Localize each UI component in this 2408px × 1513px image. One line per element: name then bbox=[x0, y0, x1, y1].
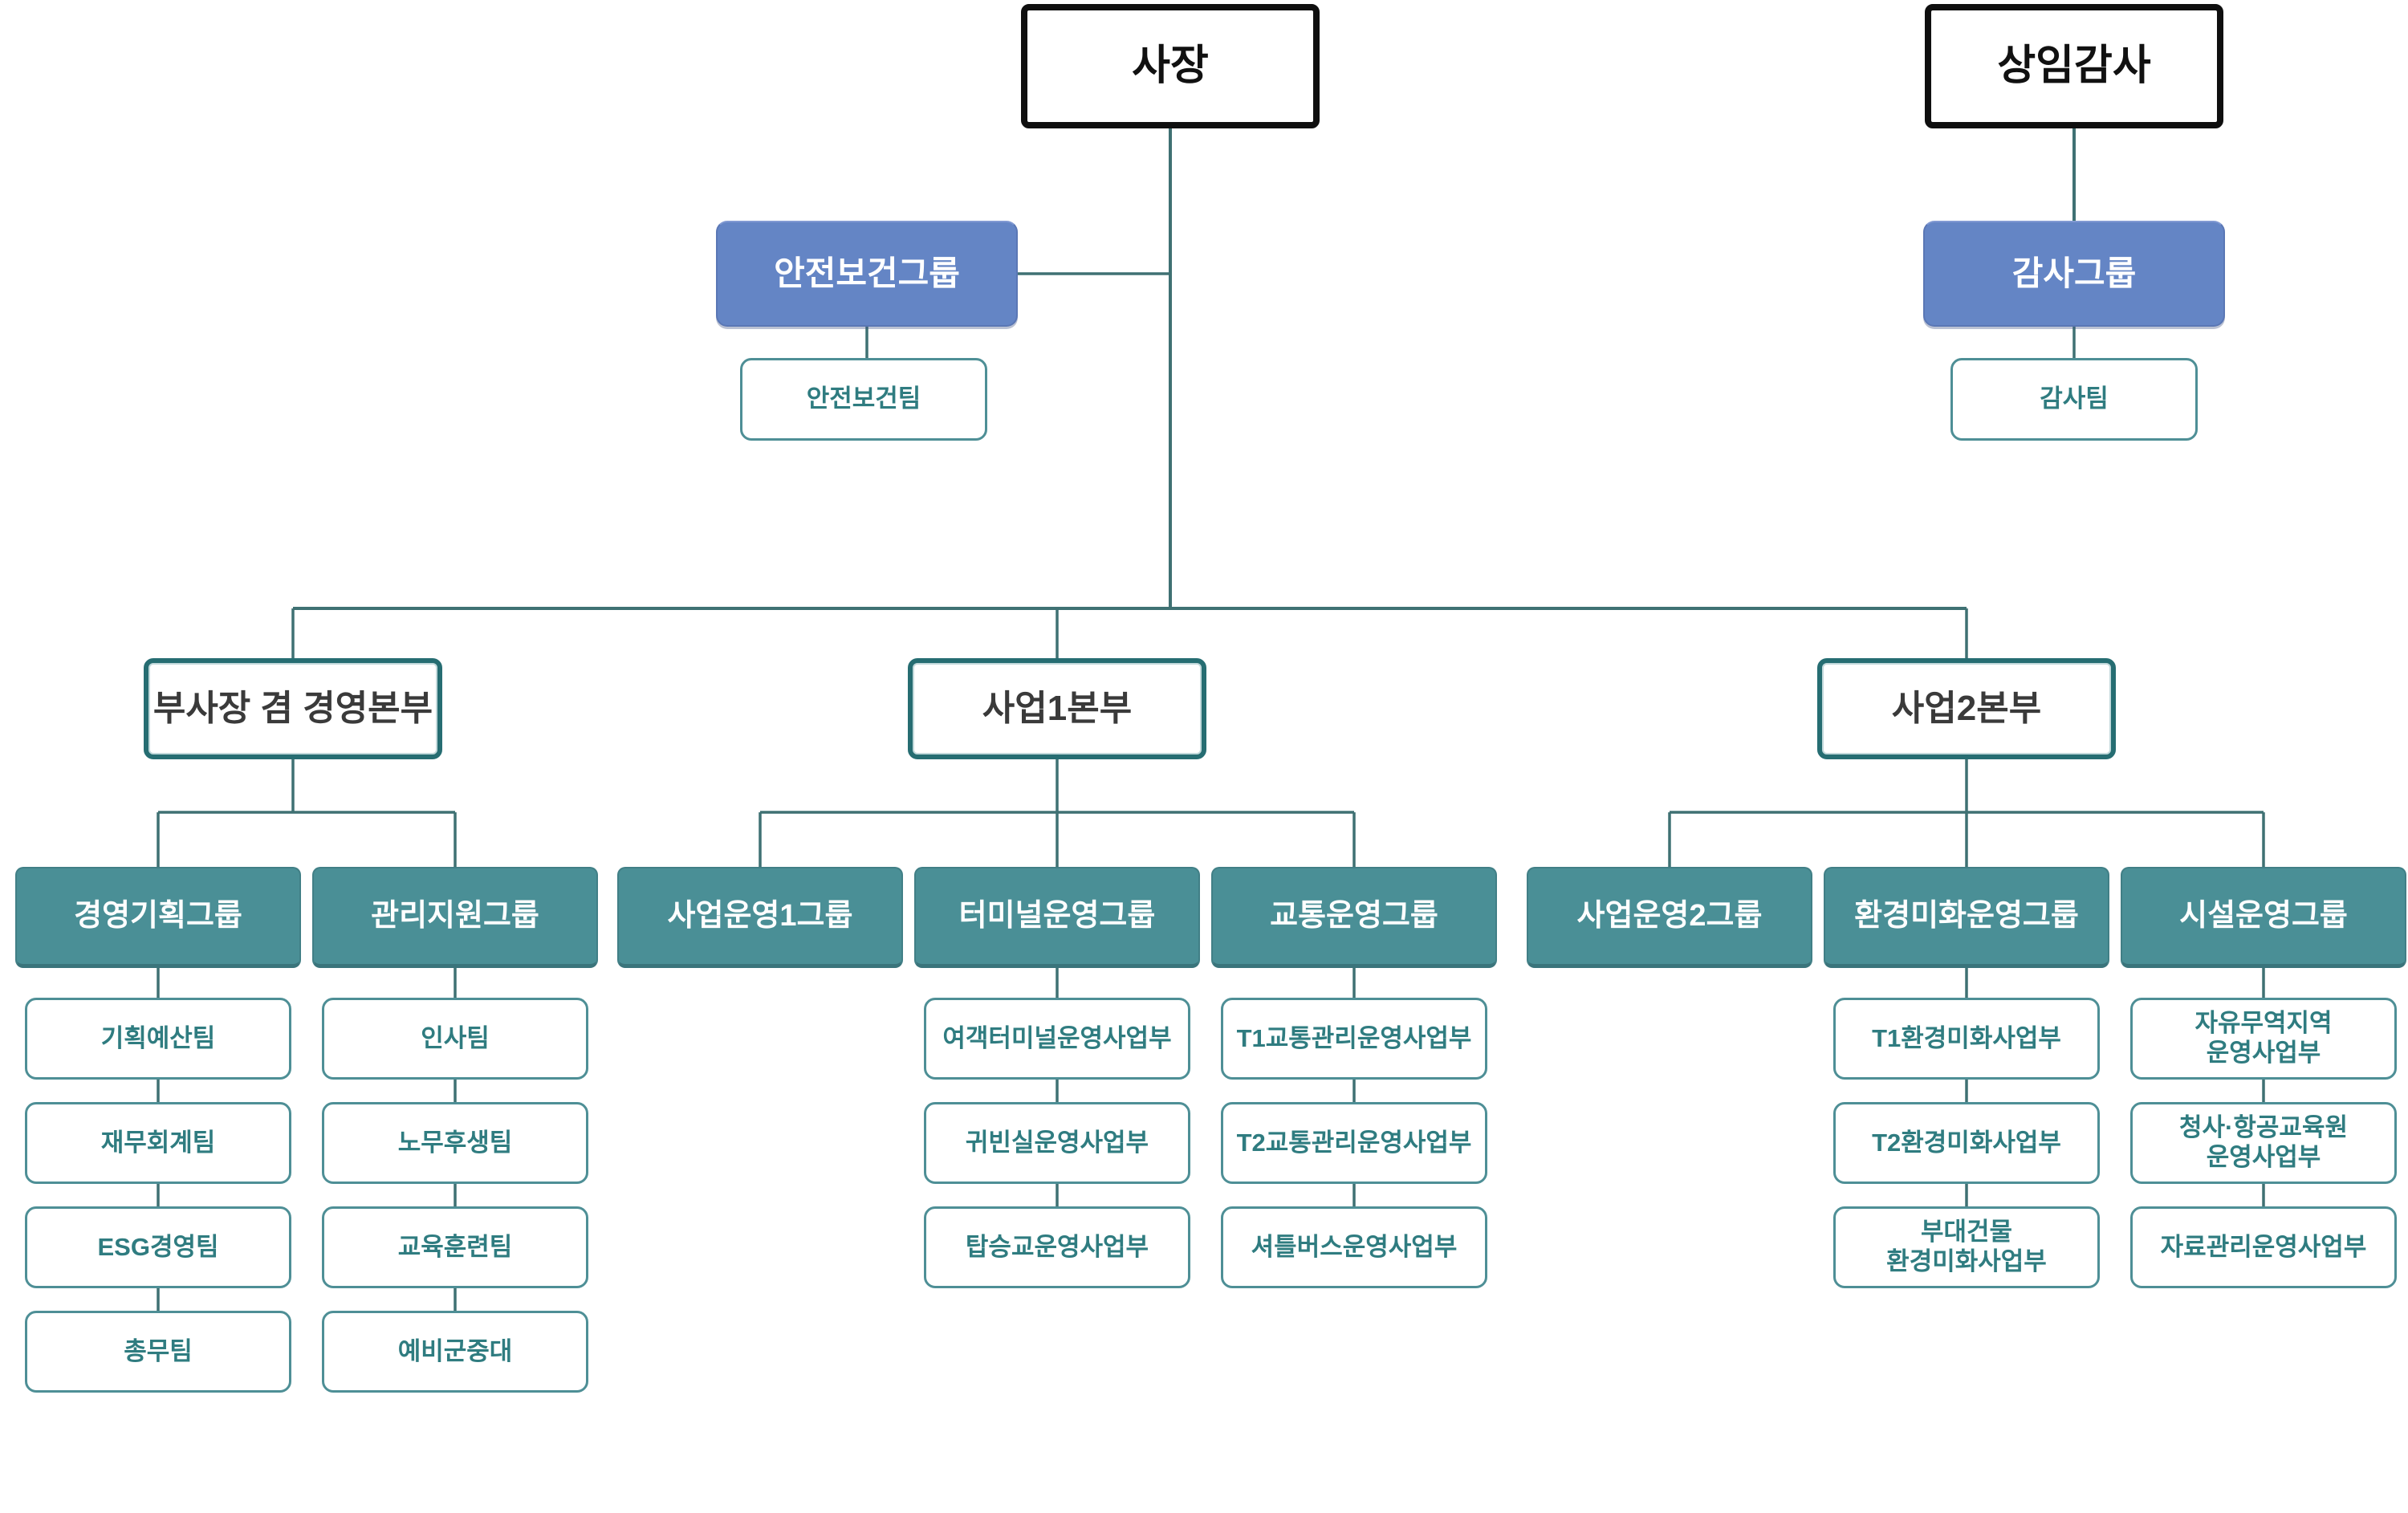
org-box-finance-accounting-team: 재무회계팀 bbox=[25, 1102, 291, 1184]
org-box-audit-team: 감사팀 bbox=[1950, 358, 2198, 441]
org-box-management-planning-group: 경영기획그룹 bbox=[15, 867, 301, 968]
org-box-passenger-terminal-operations-dept: 여객터미널운영사업부 bbox=[924, 998, 1190, 1080]
org-box-business-operations-group-1: 사업운영1그룹 bbox=[617, 867, 903, 968]
org-box-reserve-forces-company: 예비군중대 bbox=[322, 1311, 588, 1393]
org-box-terminal-operations-group: 터미널운영그룹 bbox=[914, 867, 1200, 968]
org-box-t1-traffic-management-operations-dept: T1교통관리운영사업부 bbox=[1221, 998, 1487, 1080]
org-box-vp-management-division: 부사장 겸 경영본부 bbox=[144, 658, 442, 759]
org-box-general-affairs-team: 총무팀 bbox=[25, 1311, 291, 1393]
org-box-traffic-operations-group: 교통운영그룹 bbox=[1211, 867, 1497, 968]
org-box-free-trade-zone-operations-dept: 자유무역지역 운영사업부 bbox=[2130, 998, 2397, 1080]
org-box-labor-welfare-team: 노무후생팀 bbox=[322, 1102, 588, 1184]
org-box-education-training-team: 교육훈련팀 bbox=[322, 1206, 588, 1288]
org-box-environmental-cleaning-operations-group: 환경미화운영그룹 bbox=[1824, 867, 2109, 968]
org-box-auxiliary-building-environmental-cleaning-dept: 부대건물 환경미화사업부 bbox=[1833, 1206, 2100, 1288]
org-box-standing-auditor: 상임감사 bbox=[1925, 4, 2223, 128]
org-box-business-division-2: 사업2본부 bbox=[1817, 658, 2116, 759]
org-box-boarding-bridge-operations-dept: 탑승교운영사업부 bbox=[924, 1206, 1190, 1288]
org-box-business-operations-group-2: 사업운영2그룹 bbox=[1527, 867, 1812, 968]
org-box-shuttle-bus-operations-dept: 셔틀버스운영사업부 bbox=[1221, 1206, 1487, 1288]
org-box-vip-room-operations-dept: 귀빈실운영사업부 bbox=[924, 1102, 1190, 1184]
org-box-t1-environmental-cleaning-dept: T1환경미화사업부 bbox=[1833, 998, 2100, 1080]
org-box-admin-support-group: 관리지원그룹 bbox=[312, 867, 598, 968]
org-box-facility-operations-group: 시설운영그룹 bbox=[2121, 867, 2406, 968]
org-box-planning-budget-team: 기획예산팀 bbox=[25, 998, 291, 1080]
org-box-t2-traffic-management-operations-dept: T2교통관리운영사업부 bbox=[1221, 1102, 1487, 1184]
org-box-office-aviation-academy-operations-dept: 청사·항공교육원 운영사업부 bbox=[2130, 1102, 2397, 1184]
org-box-t2-environmental-cleaning-dept: T2환경미화사업부 bbox=[1833, 1102, 2100, 1184]
org-box-safety-health-team: 안전보건팀 bbox=[740, 358, 987, 441]
org-box-president: 사장 bbox=[1021, 4, 1320, 128]
org-box-hr-team: 인사팀 bbox=[322, 998, 588, 1080]
org-box-esg-management-team: ESG경영팀 bbox=[25, 1206, 291, 1288]
org-box-business-division-1: 사업1본부 bbox=[908, 658, 1206, 759]
org-box-data-management-operations-dept: 자료관리운영사업부 bbox=[2130, 1206, 2397, 1288]
org-box-safety-health-group: 안전보건그룹 bbox=[716, 221, 1018, 327]
org-box-audit-group: 감사그룹 bbox=[1923, 221, 2225, 327]
